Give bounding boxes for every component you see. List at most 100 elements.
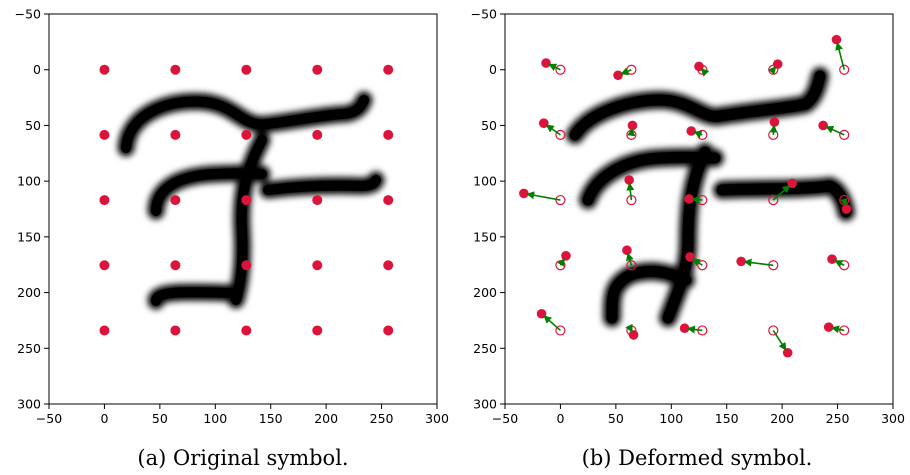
x-tick-label: 250 <box>370 411 394 426</box>
deformed-point-marker <box>628 330 639 340</box>
y-tick-label: 200 <box>17 285 41 300</box>
x-tick-label: 300 <box>425 411 449 426</box>
displacement-arrow <box>769 124 778 135</box>
grid-point <box>241 195 252 206</box>
control-points-deformed <box>519 34 852 358</box>
grid-points-original <box>99 64 394 336</box>
deformed-point-marker <box>685 252 695 262</box>
grid-point <box>170 129 181 140</box>
x-tick-label: 250 <box>826 411 850 426</box>
original-point-marker <box>839 64 850 75</box>
y-tick-label: 150 <box>17 229 41 244</box>
y-tick-label: −50 <box>471 7 497 22</box>
grid-point <box>383 64 394 75</box>
grid-point <box>312 325 323 336</box>
grid-point <box>170 195 181 206</box>
y-tick-label: 100 <box>473 174 497 189</box>
original-point-marker <box>839 129 850 140</box>
grid-point <box>241 325 252 336</box>
deformed-point-marker <box>827 254 837 264</box>
displacement-arrow <box>692 258 703 267</box>
deformed-point-marker <box>679 323 690 334</box>
deformed-point-marker <box>823 322 834 332</box>
grid-point <box>99 64 110 75</box>
displacement-arrow <box>700 68 710 77</box>
original-point-marker <box>768 325 779 336</box>
axes-frame <box>48 13 438 405</box>
axes-frame <box>504 13 894 405</box>
displacement-arrow <box>545 124 561 136</box>
symbol-image-original <box>117 91 385 310</box>
x-tick-label: 150 <box>715 411 739 426</box>
deformed-point-marker <box>541 58 551 68</box>
deformed-point-marker <box>624 175 634 185</box>
deformed-point-marker <box>818 120 828 131</box>
displacement-arrow <box>620 67 632 75</box>
original-point-marker <box>555 129 566 140</box>
y-tick-label: 300 <box>17 397 41 412</box>
y-tick-label: 200 <box>473 285 497 300</box>
displacement-arrow <box>693 130 703 139</box>
x-tick-label: 200 <box>314 411 338 426</box>
x-tick-label: 200 <box>770 411 794 426</box>
deformed-point-marker <box>782 347 793 358</box>
displacement-arrow <box>825 126 845 136</box>
displacement-arrow <box>686 325 703 334</box>
deformed-point-marker <box>769 117 780 127</box>
x-tick-label: 100 <box>203 411 227 426</box>
displacement-arrow <box>835 41 845 70</box>
original-point-marker <box>555 325 566 336</box>
displacement-arrow <box>557 257 565 267</box>
displacement-arrow <box>834 260 845 268</box>
grid-point <box>99 325 110 336</box>
grid-point <box>99 260 110 271</box>
deformed-point-marker <box>736 256 746 267</box>
x-tick-label: 300 <box>881 411 905 426</box>
deformed-point-marker <box>841 204 852 214</box>
y-tick-label: 50 <box>25 118 41 133</box>
x-tick-label: 0 <box>100 411 108 426</box>
deformed-point-marker <box>831 34 842 45</box>
displacement-arrow <box>772 330 787 351</box>
y-tick-label: 100 <box>17 174 41 189</box>
caption-deformed: (b) Deformed symbol. <box>582 446 813 470</box>
displacement-arrow <box>691 195 703 204</box>
original-point-marker <box>768 194 779 206</box>
x-tick-label: 50 <box>152 411 168 426</box>
y-tick-label: 250 <box>473 341 497 356</box>
y-tick-label: 150 <box>473 229 497 244</box>
deformed-point-marker <box>561 251 571 261</box>
grid-point <box>383 195 394 206</box>
deformed-point-marker <box>622 245 632 256</box>
displacement-arrow <box>626 252 634 266</box>
displacement-arrow <box>526 191 561 201</box>
y-tick-label: −50 <box>15 7 41 22</box>
displacement-arrow <box>831 325 845 334</box>
displacement-arrow <box>772 184 791 201</box>
grid-point <box>312 260 323 271</box>
caption-original: (a) Original symbol. <box>137 446 348 470</box>
grid-point <box>170 260 181 271</box>
original-point-marker <box>839 325 850 336</box>
grid-point <box>241 64 252 75</box>
x-tick-label: 0 <box>556 411 564 426</box>
displacement-arrow <box>548 63 561 72</box>
grid-point <box>383 129 394 140</box>
grid-point <box>241 260 252 271</box>
grid-point <box>312 129 323 140</box>
grid-point <box>312 195 323 206</box>
grid-point <box>170 64 181 75</box>
displacement-arrow <box>543 315 561 332</box>
y-tick-label: 50 <box>481 118 497 133</box>
displacement-arrow <box>840 197 848 207</box>
grid-point <box>99 195 110 206</box>
displacement-arrow <box>743 258 774 267</box>
x-tick-label: −50 <box>36 411 62 426</box>
y-tick-label: 0 <box>489 62 497 77</box>
displacement-arrow <box>627 127 636 137</box>
